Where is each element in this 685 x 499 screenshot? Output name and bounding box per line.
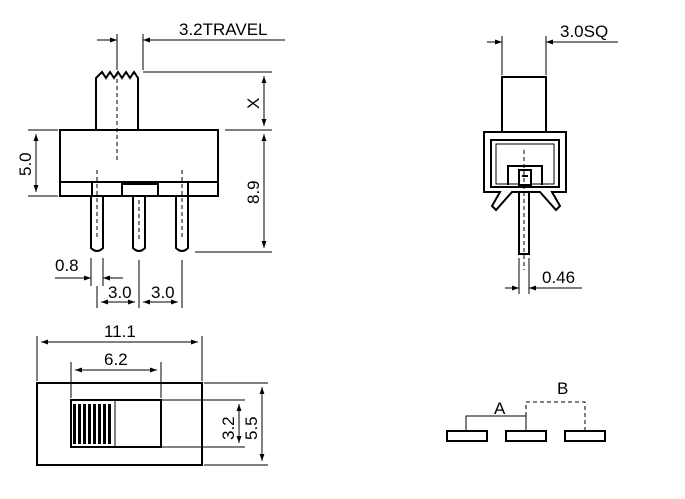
position-a-label: A: [494, 399, 506, 418]
slot-width-label: 3.2: [219, 416, 238, 440]
front-base-right: [187, 181, 219, 197]
top-body: [36, 382, 203, 466]
position-b-label: B: [557, 379, 568, 398]
side-view: 3.0SQ 0.46: [483, 22, 618, 294]
knob-ridges: [73, 404, 111, 444]
front-actuator: [95, 70, 139, 130]
terminal-common: [505, 430, 547, 442]
contact-schematic: A B: [446, 379, 606, 442]
x-label: X: [244, 98, 263, 109]
pitch-1-label: 3.0: [108, 283, 132, 302]
body-width-label: 5.5: [242, 416, 261, 440]
front-base-left: [59, 181, 93, 197]
front-pin-mid: [132, 196, 146, 252]
front-pin-right: [175, 196, 189, 252]
total-height-label: 8.9: [244, 180, 263, 204]
position-a-link: [465, 415, 527, 430]
top-knob: [70, 399, 116, 448]
body-height-label: 5.0: [16, 152, 35, 176]
top-view: 11.1 6.2 3.2 5.5: [36, 322, 268, 466]
position-b-link: [525, 401, 586, 430]
front-base-mid: [121, 183, 159, 197]
body-length-label: 11.1: [104, 322, 136, 341]
front-view: 3.2TRAVEL X 8.9 5.0 0.8 3.0 3.0: [16, 20, 285, 308]
terminal-right: [564, 430, 606, 442]
side-actuator: [501, 76, 547, 133]
pin-width-label: 0.8: [55, 256, 79, 275]
pin-thickness-label: 0.46: [542, 268, 575, 287]
front-body: [59, 129, 219, 183]
front-pin-left: [90, 196, 104, 252]
terminal-left: [446, 430, 488, 442]
slot-length-label: 6.2: [104, 350, 128, 369]
square-label: 3.0SQ: [560, 22, 608, 41]
travel-label: 3.2TRAVEL: [179, 20, 268, 39]
pitch-2-label: 3.0: [151, 283, 175, 302]
